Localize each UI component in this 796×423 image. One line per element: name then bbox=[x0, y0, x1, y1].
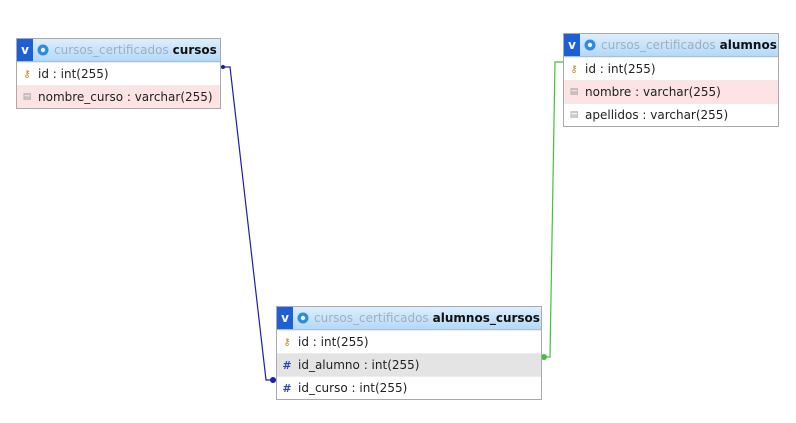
relation-line-cursos bbox=[221, 66, 276, 381]
column-icon: ▤ bbox=[22, 92, 32, 102]
hash-icon: # bbox=[282, 358, 292, 372]
table-name: alumnos bbox=[719, 38, 777, 52]
column-label: id : int(255) bbox=[298, 335, 369, 349]
key-icon: ⚷ bbox=[23, 68, 31, 80]
column-label: id : int(255) bbox=[585, 62, 656, 76]
relation-end-cursos-source bbox=[221, 65, 225, 69]
key-icon: ⚷ bbox=[283, 336, 291, 348]
gear-icon[interactable] bbox=[36, 43, 50, 57]
table-alumnos[interactable]: v cursos_certificados alumnos ⚷ id : int… bbox=[563, 33, 779, 127]
gear-icon[interactable] bbox=[583, 38, 597, 52]
key-icon: ⚷ bbox=[570, 63, 578, 75]
column-row[interactable]: ⚷ id : int(255) bbox=[564, 57, 778, 80]
gear-icon[interactable] bbox=[296, 311, 310, 325]
table-header[interactable]: v cursos_certificados alumnos_cursos bbox=[277, 307, 541, 330]
column-label: id_alumno : int(255) bbox=[298, 358, 420, 372]
column-icon: ▤ bbox=[569, 110, 579, 120]
column-label: apellidos : varchar(255) bbox=[585, 108, 729, 122]
database-name: cursos_certificados bbox=[601, 38, 716, 52]
table-alumnos-cursos[interactable]: v cursos_certificados alumnos_cursos ⚷ i… bbox=[276, 306, 542, 400]
collapse-toggle[interactable]: v bbox=[277, 307, 293, 329]
table-header[interactable]: v cursos_certificados cursos bbox=[17, 39, 220, 62]
column-label: id_curso : int(255) bbox=[298, 381, 408, 395]
column-row[interactable]: ⚷ id : int(255) bbox=[17, 62, 220, 85]
table-name: cursos bbox=[172, 43, 217, 57]
column-label: id : int(255) bbox=[38, 67, 109, 81]
column-row[interactable]: ▤ nombre : varchar(255) bbox=[564, 80, 778, 103]
collapse-toggle[interactable]: v bbox=[17, 39, 33, 61]
column-row[interactable]: ▤ nombre_curso : varchar(255) bbox=[17, 85, 220, 108]
hash-icon: # bbox=[282, 381, 292, 395]
column-label: nombre_curso : varchar(255) bbox=[38, 90, 213, 104]
collapse-toggle[interactable]: v bbox=[564, 34, 580, 56]
column-row[interactable]: # id_curso : int(255) bbox=[277, 376, 541, 399]
column-row[interactable]: ▤ apellidos : varchar(255) bbox=[564, 103, 778, 126]
column-row[interactable]: ⚷ id : int(255) bbox=[277, 330, 541, 353]
column-label: nombre : varchar(255) bbox=[585, 85, 721, 99]
relation-line-alumnos bbox=[542, 61, 563, 358]
column-row[interactable]: # id_alumno : int(255) bbox=[277, 353, 541, 376]
table-name: alumnos_cursos bbox=[432, 311, 540, 325]
table-header[interactable]: v cursos_certificados alumnos bbox=[564, 34, 778, 57]
table-cursos[interactable]: v cursos_certificados cursos ⚷ id : int(… bbox=[16, 38, 221, 109]
column-icon: ▤ bbox=[569, 87, 579, 97]
database-name: cursos_certificados bbox=[54, 43, 169, 57]
database-name: cursos_certificados bbox=[314, 311, 429, 325]
